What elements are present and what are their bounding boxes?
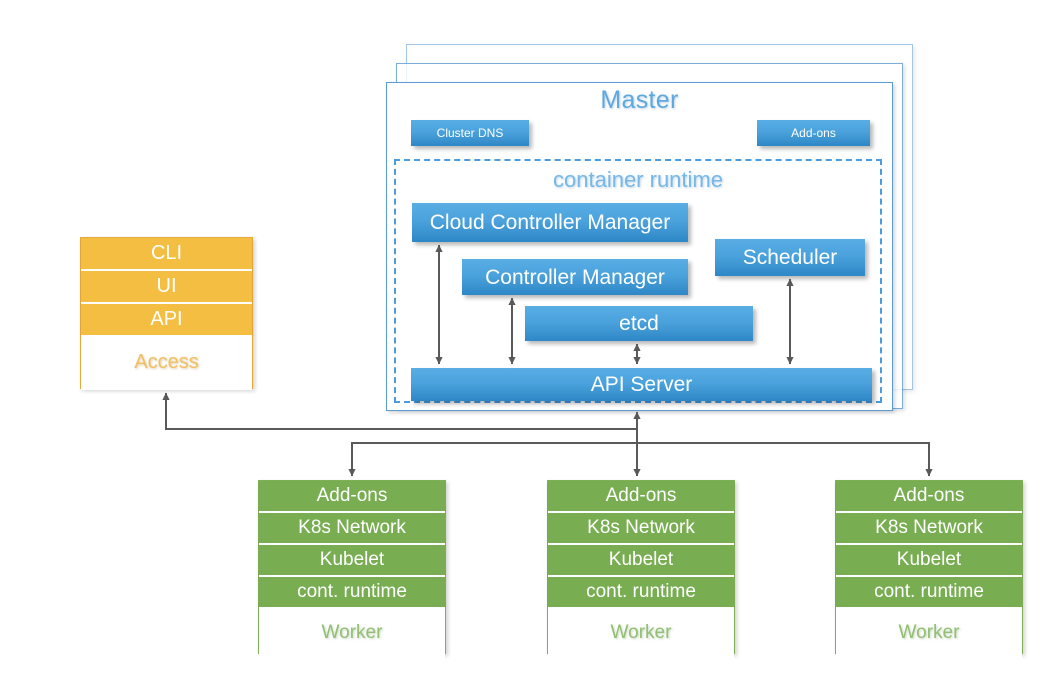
worker-1-cont-runtime[interactable]: cont. runtime [259,577,445,607]
wire-apiserver-worker-3 [637,442,933,477]
access-stack: CLI UI API Access [80,237,253,390]
worker-1-kubelet-label: Kubelet [319,549,385,570]
wire-apiserver-worker-1 [348,442,637,477]
worker-3-cont-runtime[interactable]: cont. runtime [836,577,1022,607]
api-cell[interactable]: API [81,304,252,335]
worker-3-footer: Worker [836,607,1022,659]
master-addons-box[interactable]: Add-ons [757,120,870,146]
worker-3-addons-label: Add-ons [893,485,965,506]
worker-2-addons[interactable]: Add-ons [548,481,734,513]
worker-1-addons-label: Add-ons [316,485,388,506]
worker-2-cont-runtime[interactable]: cont. runtime [548,577,734,607]
worker-node-2: Add-ons K8s Network Kubelet cont. runtim… [547,480,735,659]
api-server-label: API Server [590,373,693,396]
worker-3-addons[interactable]: Add-ons [836,481,1022,513]
worker-3-k8s-network-label: K8s Network [875,517,983,538]
worker-2-cont-runtime-label: cont. runtime [586,581,696,602]
worker-2-kubelet-label: Kubelet [608,549,674,570]
cli-label: CLI [150,242,183,264]
worker-2-footer: Worker [548,607,734,659]
worker-2-addons-label: Add-ons [605,485,677,506]
access-footer-label: Access [134,351,199,373]
worker-3-k8s-network[interactable]: K8s Network [836,513,1022,545]
worker-2-footer-label: Worker [610,622,672,643]
api-label: API [150,308,183,330]
worker-3-kubelet[interactable]: Kubelet [836,545,1022,577]
access-footer: Access [81,335,252,390]
worker-3-kubelet-label: Kubelet [896,549,962,570]
cli-cell[interactable]: CLI [81,238,252,271]
container-runtime-title: container runtime [553,167,723,192]
cloud-controller-manager-box[interactable]: Cloud Controller Manager [412,203,688,242]
worker-1-k8s-network-label: K8s Network [298,517,406,538]
cloud-controller-manager-label: Cloud Controller Manager [429,211,671,234]
controller-manager-label: Controller Manager [485,265,665,289]
worker-node-1: Add-ons K8s Network Kubelet cont. runtim… [258,480,446,659]
cluster-dns-label: Cluster DNS [436,126,504,140]
worker-1-footer-label: Worker [321,622,383,643]
etcd-label: etcd [619,312,659,335]
scheduler-label: Scheduler [742,246,838,269]
worker-1-cont-runtime-label: cont. runtime [297,581,407,602]
worker-1-footer: Worker [259,607,445,659]
cluster-dns-box[interactable]: Cluster DNS [411,120,529,146]
worker-2-kubelet[interactable]: Kubelet [548,545,734,577]
ui-cell[interactable]: UI [81,271,252,304]
worker-1-addons[interactable]: Add-ons [259,481,445,513]
ui-label: UI [156,275,177,297]
worker-2-k8s-network-label: K8s Network [587,517,695,538]
worker-3-footer-label: Worker [898,622,960,643]
worker-3-cont-runtime-label: cont. runtime [874,581,984,602]
worker-1-kubelet[interactable]: Kubelet [259,545,445,577]
etcd-box[interactable]: etcd [525,306,753,341]
controller-manager-box[interactable]: Controller Manager [462,259,688,295]
container-runtime-region [394,159,882,403]
worker-node-3: Add-ons K8s Network Kubelet cont. runtim… [835,480,1023,659]
scheduler-box[interactable]: Scheduler [715,239,865,276]
master-addons-label: Add-ons [791,126,836,140]
api-server-box[interactable]: API Server [411,368,872,401]
worker-2-k8s-network[interactable]: K8s Network [548,513,734,545]
worker-1-k8s-network[interactable]: K8s Network [259,513,445,545]
master-title: Master [600,86,679,114]
